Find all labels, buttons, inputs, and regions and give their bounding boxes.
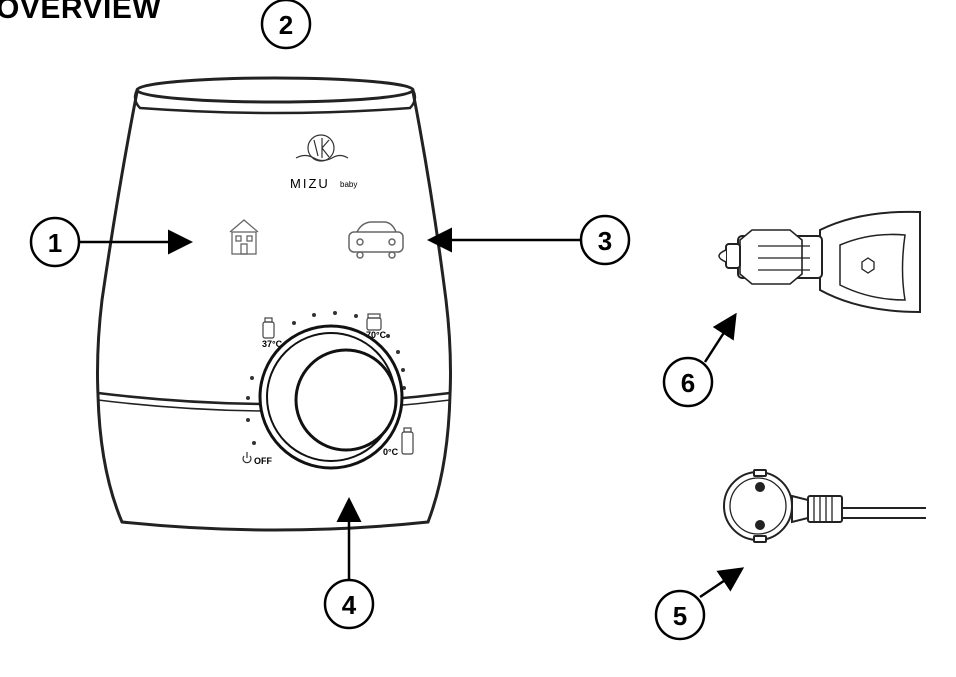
arrow-5 — [699, 567, 745, 599]
house-icon — [229, 219, 259, 255]
dial-label-70: 70°C — [366, 330, 387, 340]
svg-text:5: 5 — [673, 601, 687, 631]
power-icon — [242, 452, 252, 464]
brand-logo — [295, 134, 349, 162]
dial-label-0: 0°C — [383, 447, 399, 457]
dial-label-off: OFF — [254, 456, 272, 466]
bottle-icon — [401, 427, 414, 455]
jar-icon — [366, 313, 382, 331]
callout-3: 3 — [579, 214, 631, 266]
svg-text:3: 3 — [598, 226, 612, 256]
svg-text:1: 1 — [48, 228, 62, 258]
callout-4: 4 — [323, 578, 375, 630]
bottle-icon — [262, 317, 275, 339]
callout-1: 1 — [29, 216, 81, 268]
dial-scale — [246, 311, 406, 445]
temperature-knob[interactable] — [258, 324, 404, 470]
callout-2: 2 — [260, 0, 312, 50]
bottle-warmer — [96, 76, 452, 532]
brand-sub: baby — [340, 180, 357, 189]
warmer-rim — [135, 76, 415, 104]
callout-6: 6 — [662, 356, 714, 408]
car-icon — [348, 221, 404, 259]
brand-name: MIZU — [290, 176, 330, 191]
power-plug — [723, 469, 926, 543]
car-charger-adapter — [718, 210, 921, 314]
callout-arrows — [80, 227, 745, 599]
callout-5: 5 — [654, 589, 706, 641]
page-title: OVERVIEW — [0, 0, 162, 25]
dial-label-37: 37°C — [262, 339, 283, 349]
svg-text:4: 4 — [342, 590, 357, 620]
arrow-6 — [703, 312, 737, 363]
svg-text:2: 2 — [279, 10, 293, 40]
svg-text:6: 6 — [681, 368, 695, 398]
